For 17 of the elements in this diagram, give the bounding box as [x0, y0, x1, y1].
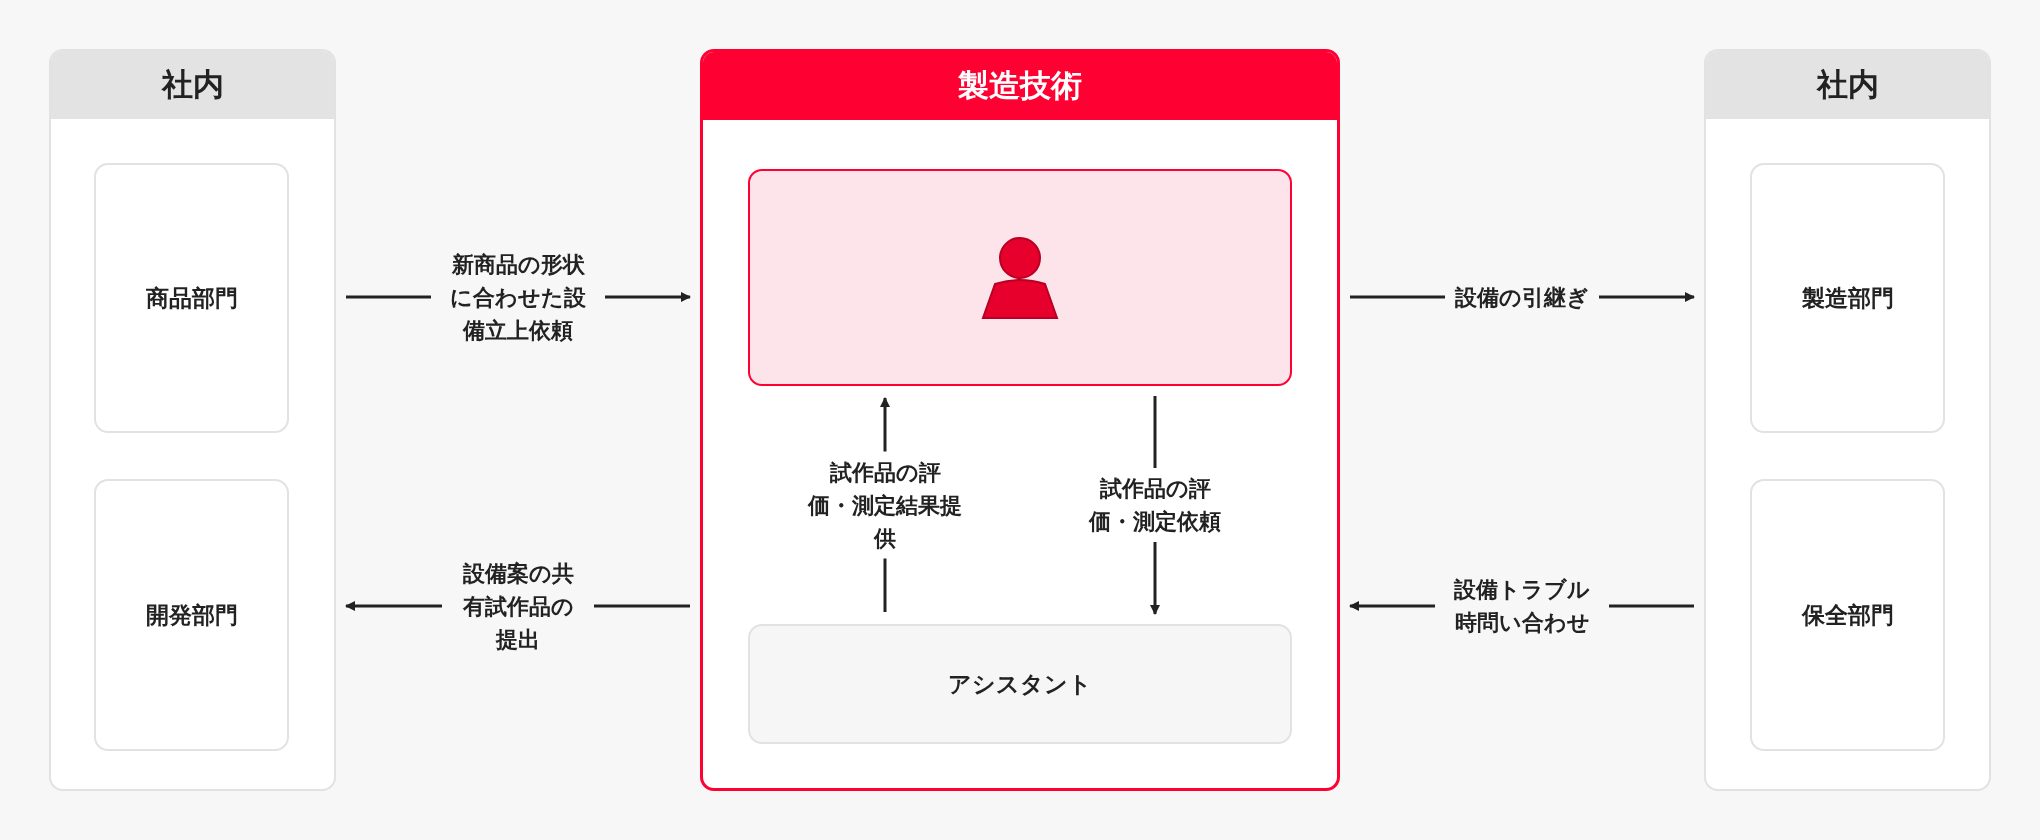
box-label: 開発部門	[145, 600, 238, 630]
panel	[1704, 49, 1991, 791]
department-box	[94, 163, 289, 433]
department-box	[748, 624, 1292, 744]
box-label: 製造部門	[1801, 283, 1894, 313]
department-box	[1750, 479, 1945, 751]
panel	[700, 49, 1340, 791]
box-label: 商品部門	[145, 283, 238, 313]
person-box	[748, 169, 1292, 386]
panel-header: 社内	[51, 51, 334, 119]
box-label: アシスタント	[948, 669, 1092, 699]
department-box	[1750, 163, 1945, 433]
panel-header: 社内	[1706, 51, 1989, 119]
panel-header: 製造技術	[703, 52, 1337, 120]
panel	[49, 49, 336, 791]
box-label: 保全部門	[1801, 600, 1894, 630]
department-box	[94, 479, 289, 751]
